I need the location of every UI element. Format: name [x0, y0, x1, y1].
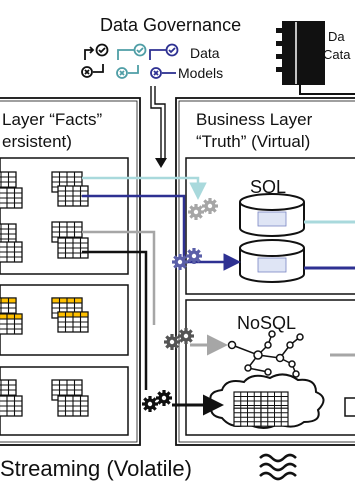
wave-icon [259, 453, 297, 481]
nosql-box [185, 299, 355, 436]
data-models-label-line1: Data [190, 45, 220, 61]
streaming-label: Streaming (Volatile) [0, 456, 192, 481]
grey-flow [82, 230, 156, 325]
catalog-book-icon [276, 21, 325, 85]
data-catalog-label-line1: Da [328, 29, 345, 44]
light-blue-flow [82, 176, 207, 200]
database-cylinder-icon [239, 239, 305, 283]
x-circle-icon [116, 67, 128, 79]
source-box-3 [0, 366, 129, 436]
dark-blue-flow [82, 194, 241, 271]
governance-connector [150, 86, 166, 160]
table-icon [0, 297, 89, 335]
x-circle-icon [81, 66, 93, 78]
data-models-label-line2: Models [178, 65, 223, 81]
table-icon [233, 391, 289, 427]
data-models-icon [81, 43, 179, 79]
nosql-label: NoSQL [237, 313, 296, 333]
black-flow [82, 250, 148, 390]
sql-label: SQL [250, 177, 286, 197]
business-layer-title-line2: “Truth” (Virtual) [196, 132, 310, 151]
cloud-icon [209, 373, 325, 429]
source-box-2 [0, 284, 129, 356]
table-icon [0, 379, 89, 417]
business-layer-title-line1: Business Layer [196, 110, 313, 129]
x-circle-icon [150, 67, 162, 79]
governance-title: Data Governance [100, 15, 241, 35]
network-graph-icon [227, 330, 304, 378]
check-circle-icon [133, 43, 147, 57]
persistent-layer-title-line1: Layer “Facts” [2, 110, 102, 129]
database-cylinder-icon [239, 193, 305, 237]
sql-box [185, 157, 355, 295]
check-circle-icon [95, 43, 109, 57]
gear-icon [188, 198, 218, 220]
governance-arrow [155, 158, 167, 168]
data-catalog-label-line2: Cata [323, 47, 351, 62]
source-box-1 [0, 157, 129, 275]
persistent-layer-panel [0, 97, 141, 446]
persistent-layer-title-line2: ersistent) [2, 132, 72, 151]
gear-icon [142, 390, 172, 412]
business-layer-panel [175, 97, 355, 446]
table-icon [0, 171, 89, 263]
check-circle-icon [165, 43, 179, 57]
output-box [344, 397, 355, 417]
catalog-connector [299, 85, 355, 95]
